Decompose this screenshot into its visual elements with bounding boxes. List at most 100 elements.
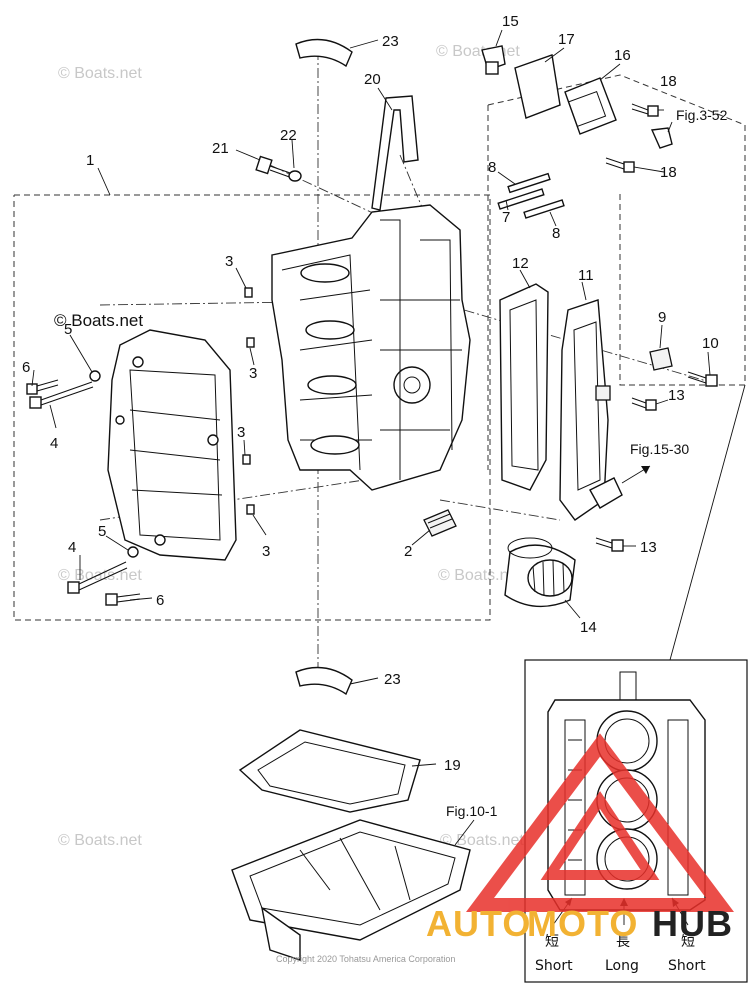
watermark-boats: © Boats.net bbox=[438, 567, 522, 584]
callout-4: 4 bbox=[50, 435, 58, 452]
logo-word-moto: MOTO bbox=[527, 903, 638, 944]
fitting-2 bbox=[423, 509, 457, 537]
fig-ref-3-52[interactable]: Fig.3-52 bbox=[676, 107, 728, 123]
callout-18: 18 bbox=[660, 164, 677, 181]
leader-lines bbox=[31, 29, 711, 846]
callout-18: 18 bbox=[660, 73, 677, 90]
automotohub-logo bbox=[466, 733, 734, 912]
washer-5 bbox=[127, 546, 139, 558]
align-line bbox=[439, 499, 561, 521]
watermark-boats: © Boats.net bbox=[436, 43, 520, 60]
callout-6: 6 bbox=[156, 592, 164, 609]
cylinder-block bbox=[271, 204, 471, 491]
logo-word-auto: AUTO bbox=[426, 903, 531, 944]
cover-16-detail bbox=[567, 91, 607, 127]
oil-filter-14 bbox=[504, 537, 576, 608]
inset-connector bbox=[669, 384, 746, 661]
inset-label-long: Long bbox=[605, 958, 639, 974]
callout-13: 13 bbox=[640, 539, 657, 556]
cover-11 bbox=[559, 299, 609, 521]
callout-10: 10 bbox=[702, 335, 719, 352]
logo-inner-triangle bbox=[540, 790, 660, 880]
callout-3: 3 bbox=[237, 424, 245, 441]
clip-fig-3-52 bbox=[650, 127, 673, 149]
watermark-boats: © Boats.net bbox=[58, 832, 142, 849]
dowel-pin bbox=[246, 504, 255, 515]
oil-pan-gasket-19 bbox=[238, 729, 421, 813]
bolt-13-lower bbox=[595, 537, 624, 552]
callout-3: 3 bbox=[249, 365, 257, 382]
dowel-pin bbox=[246, 337, 255, 348]
callout-1: 1 bbox=[86, 152, 94, 169]
callout-4: 4 bbox=[68, 539, 76, 556]
callout-8: 8 bbox=[488, 159, 496, 176]
gasket-12 bbox=[499, 283, 549, 491]
callout-9: 9 bbox=[658, 309, 666, 326]
callout-6: 6 bbox=[22, 359, 30, 376]
dowel-pin bbox=[244, 287, 253, 298]
callout-5: 5 bbox=[64, 321, 72, 338]
callout-19: 19 bbox=[444, 757, 461, 774]
callout-15: 15 bbox=[502, 13, 519, 30]
callout-3: 3 bbox=[262, 543, 270, 560]
pin-7 bbox=[497, 188, 545, 210]
inset-label-long-cjk: 長 bbox=[616, 934, 630, 950]
callout-22: 22 bbox=[280, 127, 297, 144]
bolt-18-upper bbox=[631, 103, 659, 117]
fig-15-30-arrow-head bbox=[641, 466, 650, 474]
watermark-boats: © Boats.net bbox=[58, 567, 142, 584]
thrust-washer-upper bbox=[295, 38, 353, 68]
bolt-10 bbox=[687, 371, 718, 387]
assembly-outline-1 bbox=[13, 194, 491, 621]
pin-8 bbox=[507, 172, 551, 194]
bolt-6-upper bbox=[26, 379, 59, 395]
callout-11: 11 bbox=[578, 267, 594, 284]
inset-label-short-left: Short bbox=[535, 958, 573, 974]
logo-triangle bbox=[466, 733, 734, 912]
callout-5: 5 bbox=[98, 523, 106, 540]
callout-23: 23 bbox=[384, 671, 401, 688]
callout-23: 23 bbox=[382, 33, 399, 50]
cover-11-detail bbox=[573, 321, 601, 491]
cover-11-sensor bbox=[595, 385, 611, 401]
oil-pan-fig-10-1 bbox=[231, 819, 471, 961]
pin-8 bbox=[523, 199, 565, 219]
callout-7: 7 bbox=[502, 209, 510, 226]
dowel-pin bbox=[242, 454, 251, 465]
callout-8: 8 bbox=[552, 225, 560, 242]
logo-word-hub: HUB bbox=[652, 903, 733, 944]
callout-14: 14 bbox=[580, 619, 597, 636]
inset-label-short-right-cjk: 短 bbox=[681, 934, 695, 950]
head-bolt-inset bbox=[524, 659, 748, 983]
callout-12: 12 bbox=[512, 255, 529, 272]
cover-11-outlet bbox=[589, 477, 623, 509]
callout-3: 3 bbox=[225, 253, 233, 270]
copyright-text: Copyright 2020 Tohatsu America Corporati… bbox=[276, 954, 455, 964]
callout-2: 2 bbox=[404, 543, 412, 560]
bolt-4-lower bbox=[67, 561, 128, 594]
cover-16 bbox=[564, 77, 617, 135]
crankcase-half bbox=[107, 329, 237, 561]
fig-ref-10-1[interactable]: Fig.10-1 bbox=[446, 803, 498, 819]
fig-ref-15-30[interactable]: Fig.15-30 bbox=[630, 441, 689, 457]
gasket-12-detail bbox=[509, 299, 539, 471]
grommet-9 bbox=[649, 347, 673, 371]
inset-label-short-left-cjk: 短 bbox=[545, 934, 559, 950]
washer-22 bbox=[288, 170, 302, 182]
sensor-15 bbox=[481, 45, 506, 75]
callout-17: 17 bbox=[558, 31, 575, 48]
watermark-boats-dark: © Boats.net bbox=[54, 311, 143, 330]
bolt-13-upper bbox=[631, 397, 657, 411]
hanger-bracket bbox=[371, 95, 419, 211]
gasket-17 bbox=[514, 54, 561, 119]
thrust-washer-lower bbox=[295, 666, 353, 696]
callout-16: 16 bbox=[614, 47, 631, 64]
gasket-19-detail bbox=[257, 741, 406, 805]
callout-21: 21 bbox=[212, 140, 229, 157]
watermark-boats: © Boats.net bbox=[58, 65, 142, 82]
inset-label-short-right: Short bbox=[668, 958, 706, 974]
washer-5 bbox=[89, 370, 101, 382]
bolt-4-upper bbox=[29, 381, 94, 409]
bolt-18-lower bbox=[605, 157, 635, 173]
